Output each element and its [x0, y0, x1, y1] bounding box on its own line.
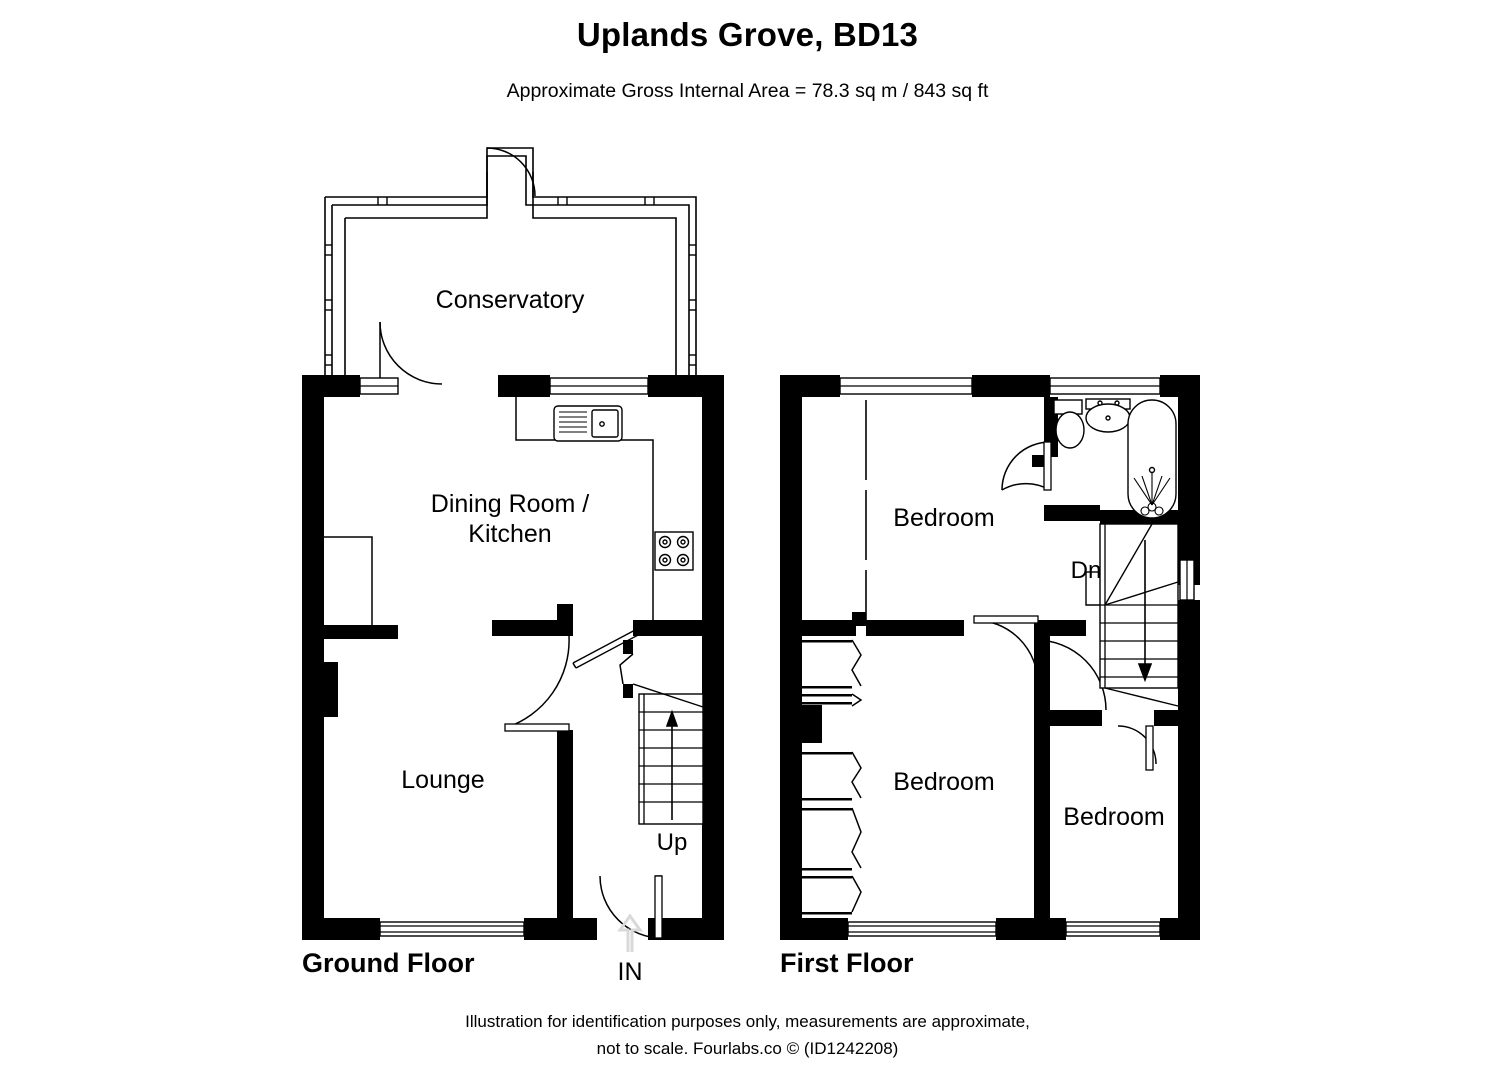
- stairs-down: [1085, 523, 1179, 707]
- stairs-down-arrow: [1137, 540, 1153, 683]
- ground-floor-walls: [302, 375, 724, 940]
- room-label-conservatory: Conservatory: [436, 286, 585, 314]
- room-label-bedroom-3: Bedroom: [1063, 803, 1164, 831]
- sink-fixture: [553, 405, 623, 442]
- first-floor-label: First Floor: [780, 948, 914, 978]
- ground-floor-window-panes: [360, 385, 648, 933]
- conservatory-doors: [379, 147, 536, 385]
- first-floor-doors: [973, 441, 1157, 771]
- first-floor-walls: [780, 375, 1200, 940]
- area-subtitle: Approximate Gross Internal Area = 78.3 s…: [506, 80, 989, 102]
- wardrobe-doors: [802, 639, 863, 915]
- disclaimer-line-1: Illustration for identification purposes…: [465, 1012, 1030, 1031]
- room-label-dining-kitchen-1: Dining Room /: [431, 490, 589, 518]
- page-title: Uplands Grove, BD13: [576, 16, 919, 53]
- room-label-dining-kitchen-2: Kitchen: [468, 520, 551, 548]
- stairs-up-label: Up: [657, 829, 688, 856]
- sink-drainer-grooves: [559, 411, 587, 433]
- hob-fixture: [654, 531, 694, 571]
- stairs-up-arrow: [665, 709, 679, 820]
- entrance-arrow-icon: [617, 913, 643, 952]
- first-floor-window-panes: [840, 385, 1188, 933]
- dining-alcove: [324, 536, 373, 628]
- conservatory-mullions: [325, 197, 696, 366]
- entrance-label: IN: [618, 958, 643, 986]
- toilet-fixture: [1053, 399, 1085, 449]
- shower-spray-icon: [1133, 472, 1171, 516]
- disclaimer-footer: Illustration for identification purposes…: [0, 1008, 1495, 1062]
- ground-floor-label: Ground Floor: [302, 948, 475, 978]
- ground-floor-doors: [504, 628, 663, 939]
- room-label-bedroom-1: Bedroom: [893, 504, 994, 532]
- room-label-bedroom-2: Bedroom: [893, 768, 994, 796]
- first-floor-plan: Dn Bedroom Bedroom Bedroom: [780, 375, 1200, 940]
- room-label-lounge: Lounge: [401, 766, 484, 794]
- basin-fixture: [1085, 398, 1131, 433]
- ground-floor-windows: [359, 377, 649, 937]
- ground-floor-plan: Up IN Conservatory Dining Room / Kitchen…: [302, 147, 724, 986]
- conservatory-structure: [324, 147, 697, 378]
- disclaimer-line-2: not to scale. Fourlabs.co © (ID1242208): [596, 1039, 899, 1058]
- stairs-up: [632, 683, 704, 825]
- stairs-down-label: Dn: [1071, 557, 1102, 584]
